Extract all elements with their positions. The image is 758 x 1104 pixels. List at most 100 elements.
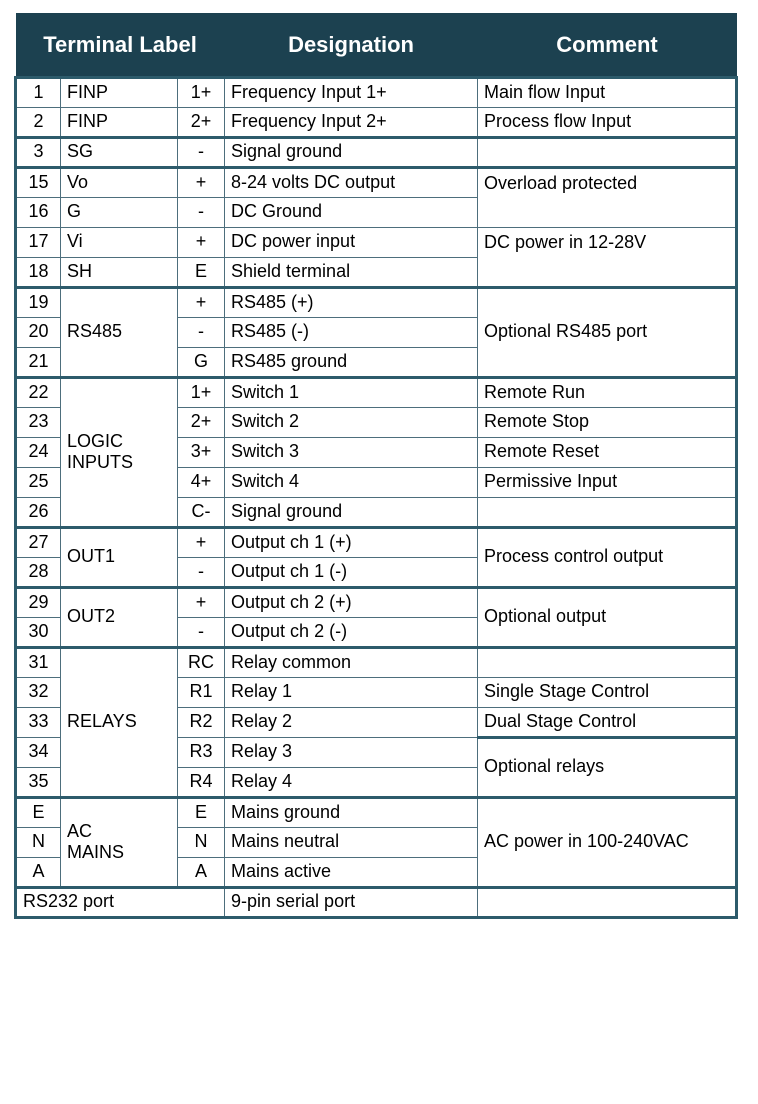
terminal-designation: RS485 (-) <box>224 316 479 348</box>
terminal-designation: Signal ground <box>224 135 479 168</box>
terminal-number: 1 <box>14 75 61 108</box>
terminal-comment <box>477 885 739 919</box>
terminal-pin: - <box>176 316 226 348</box>
terminal-comment: Optional RS485 port <box>477 285 739 378</box>
terminal-designation: 8-24 volts DC output <box>224 165 479 198</box>
terminal-number: 35 <box>14 766 61 798</box>
terminal-designation: RS485 (+) <box>224 285 479 318</box>
table-row: 30 - Output ch 2 (-) <box>14 616 737 648</box>
terminal-number: 25 <box>14 466 61 498</box>
table-row: RS232 port 9-pin serial port <box>13 885 739 919</box>
terminal-pin: 1+ <box>176 375 226 408</box>
terminal-comment <box>477 645 739 678</box>
terminal-comment: Optional relays <box>477 736 739 798</box>
table-row: 31 RELAYS RC Relay common <box>14 645 739 798</box>
header-terminal-label: Terminal Label <box>15 13 225 77</box>
terminal-pin: 2+ <box>176 106 226 138</box>
terminal-number: 22 <box>14 375 61 408</box>
terminal-label: SH <box>60 256 178 288</box>
terminal-number: 16 <box>14 196 61 228</box>
terminal-number: 26 <box>14 496 61 528</box>
terminal-pin: + <box>176 585 226 618</box>
terminal-number: A <box>14 856 61 888</box>
table-row: 25 4+ Switch 4 Permissive Input <box>14 466 739 498</box>
terminal-label: RELAYS <box>60 645 178 798</box>
terminal-label: OUT1 <box>60 525 178 588</box>
terminal-comment: Optional output <box>477 585 739 648</box>
terminal-comment: Process control output <box>477 525 739 588</box>
terminal-number: 23 <box>14 406 61 438</box>
terminal-designation: Frequency Input 2+ <box>224 106 479 138</box>
terminal-pin: - <box>176 616 226 648</box>
terminal-label: Vo <box>60 165 178 198</box>
table-row: 33 R2 Relay 2 Dual Stage Control <box>14 706 739 739</box>
terminal-designation: Mains neutral <box>224 826 479 858</box>
terminal-comment: Main flow Input <box>477 75 739 108</box>
terminal-comment: DC power in 12-28V <box>477 226 739 288</box>
terminal-label-line1: LOGIC <box>67 430 124 451</box>
terminal-comment <box>477 496 739 528</box>
header-designation: Designation <box>224 13 478 77</box>
terminal-pin: - <box>176 196 226 228</box>
header-row: Terminal Label Designation Comment <box>15 13 737 77</box>
terminal-designation: Switch 2 <box>224 406 479 438</box>
terminal-comment: Remote Run <box>477 375 739 408</box>
table-row: 15 Vo + 8-24 volts DC output Overload pr… <box>14 165 739 228</box>
terminal-designation: Switch 1 <box>224 375 479 408</box>
terminal-number: 34 <box>14 736 61 768</box>
terminal-pin: 2+ <box>176 406 226 438</box>
terminal-number: 19 <box>14 285 61 318</box>
terminal-designation: RS485 ground <box>224 346 479 378</box>
terminal-designation: Relay 2 <box>224 706 479 738</box>
terminal-label: G <box>60 196 178 228</box>
terminal-number: 18 <box>14 256 61 288</box>
table-row: 21 G RS485 ground <box>14 346 737 378</box>
terminal-pin: + <box>176 226 226 258</box>
terminal-label-line2: INPUTS <box>67 452 134 472</box>
terminal-pin: R2 <box>176 706 226 738</box>
terminal-number: 32 <box>14 676 61 708</box>
terminal-pin: RC <box>176 645 226 678</box>
terminal-pin: + <box>176 165 226 198</box>
table-row: 2 FINP 2+ Frequency Input 2+ Process flo… <box>14 106 739 138</box>
terminal-designation: Shield terminal <box>224 256 479 288</box>
table-row: 28 - Output ch 1 (-) <box>14 556 737 588</box>
table-row: 1 FINP 1+ Frequency Input 1+ Main flow I… <box>14 75 739 108</box>
header-comment: Comment <box>477 13 737 77</box>
table-row: 17 Vi + DC power input DC power in 12-28… <box>14 226 739 288</box>
table-body: 1 FINP 1+ Frequency Input 1+ Main flow I… <box>13 75 739 919</box>
terminal-pin: - <box>176 135 226 168</box>
terminal-comment: Process flow Input <box>477 106 739 138</box>
terminal-number: 33 <box>14 706 61 738</box>
terminal-label: LOGIC INPUTS <box>60 375 178 528</box>
terminal-designation: Output ch 1 (+) <box>224 525 479 558</box>
table-row: 34 R3 Relay 3 Optional relays <box>14 736 739 798</box>
terminal-number: 30 <box>14 616 61 648</box>
terminal-designation: Relay common <box>224 645 479 678</box>
terminal-label-line1: AC <box>67 820 93 841</box>
terminal-pin: A <box>176 856 226 888</box>
terminal-number: 21 <box>14 346 61 378</box>
terminal-pin: C- <box>176 496 226 528</box>
terminal-designation: Switch 4 <box>224 466 479 498</box>
terminal-pin: G <box>176 346 226 378</box>
terminal-designation: DC Ground <box>224 196 479 228</box>
terminal-number: 29 <box>14 585 61 618</box>
terminal-designation: Frequency Input 1+ <box>224 75 479 108</box>
terminal-comment <box>477 135 739 168</box>
terminal-label: Vi <box>60 226 178 258</box>
terminal-pin: N <box>176 826 226 858</box>
terminal-designation: Relay 1 <box>224 676 479 708</box>
terminal-designation: DC power input <box>224 226 479 258</box>
table-header: Terminal Label Designation Comment <box>15 13 737 77</box>
table-row: 23 2+ Switch 2 Remote Stop <box>14 406 739 438</box>
terminal-designation: Signal ground <box>224 496 479 528</box>
terminal-label: RS485 <box>60 285 178 378</box>
terminal-label: OUT2 <box>60 585 178 648</box>
terminal-pin: 3+ <box>176 436 226 468</box>
terminal-label: FINP <box>60 106 178 138</box>
table-row: 35 R4 Relay 4 <box>14 766 737 798</box>
terminal-label: SG <box>60 135 178 168</box>
terminal-pin: - <box>176 556 226 588</box>
